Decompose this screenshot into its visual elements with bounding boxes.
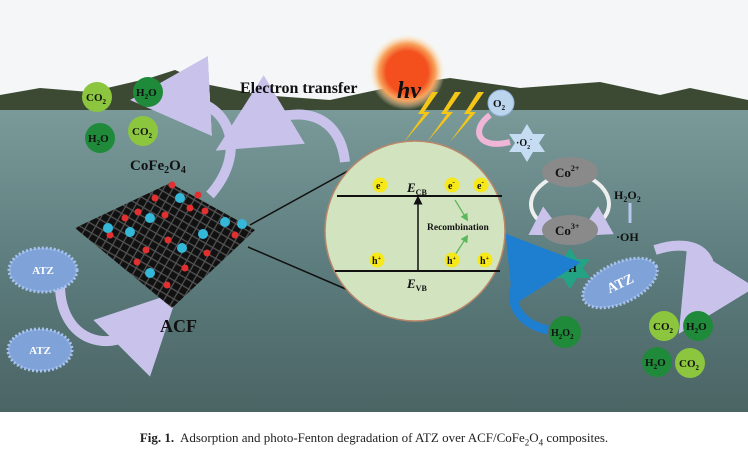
hydroxyl-label: ·OH bbox=[616, 230, 639, 244]
co2plus-ion bbox=[542, 157, 598, 187]
svg-text:H2O2: H2O2 bbox=[551, 328, 574, 341]
caption-label: Fig. 1. bbox=[139, 430, 175, 445]
h2o-label: H2O bbox=[88, 133, 109, 147]
reduction-arrow bbox=[476, 112, 511, 147]
hole-icon: h+ bbox=[444, 252, 460, 268]
svg-text:ATZ: ATZ bbox=[32, 265, 54, 277]
superoxide-radical: ·O2- bbox=[509, 124, 545, 162]
electron-icon: e- bbox=[473, 177, 489, 193]
evb-label: EVB bbox=[406, 276, 427, 293]
caption-text: composites. bbox=[543, 430, 609, 445]
sun-icon bbox=[369, 34, 445, 110]
o2-molecule: O2 bbox=[487, 89, 515, 117]
cofe2o4-label: CoFe2O4 bbox=[130, 158, 186, 176]
svg-text:h+: h+ bbox=[480, 256, 490, 267]
holes: h+ h+ h+ bbox=[369, 252, 493, 268]
svg-text:·OH: ·OH bbox=[556, 263, 577, 275]
adsorption-arrow bbox=[55, 284, 179, 377]
svg-text:e-: e- bbox=[448, 178, 455, 192]
caption-text: Adsorption and photo-Fenton degradation … bbox=[179, 430, 525, 445]
electron-transfer-label: Electron transfer bbox=[240, 80, 357, 97]
h2o2-activation-arrow bbox=[505, 233, 581, 335]
co2-label: CO2 bbox=[679, 358, 700, 372]
h2o-label: H2O bbox=[645, 357, 666, 371]
products-top-left: CO2 H2O H2O CO2 bbox=[82, 77, 163, 153]
degradation-arrow bbox=[130, 56, 236, 199]
caption-sub: 2 bbox=[524, 437, 530, 448]
band-structure-circle: ECB EVB Recombination bbox=[324, 140, 506, 322]
atz-pollutant: ATZ bbox=[6, 327, 74, 373]
acf-mesh bbox=[75, 183, 255, 308]
co2-label: CO2 bbox=[653, 321, 674, 335]
cobalt-redox-cycle: Co2+ Co3+ H2O2 ·OH bbox=[528, 157, 641, 245]
hole-icon: h+ bbox=[369, 252, 385, 268]
diagram: hv Electron transfer CO2 H2O H2O CO2 CoF… bbox=[0, 0, 748, 412]
electron-icon: e- bbox=[444, 177, 460, 193]
cofe2o4-particles bbox=[103, 181, 247, 289]
hv-label: hv bbox=[397, 78, 421, 104]
caption-text: O bbox=[529, 430, 539, 445]
figure-caption: Fig. 1. Adsorption and photo-Fenton degr… bbox=[0, 430, 748, 448]
svg-text:h+: h+ bbox=[372, 256, 382, 267]
caption-sub: 4 bbox=[538, 437, 544, 448]
atz-pollutant: ATZ bbox=[581, 256, 659, 310]
svg-text:O2: O2 bbox=[493, 98, 506, 112]
hole-icon: h+ bbox=[477, 252, 493, 268]
electron-icon: e- bbox=[372, 177, 388, 193]
h2o-label: H2O bbox=[686, 321, 707, 335]
h2o-label: H2O bbox=[136, 87, 157, 101]
electrons: e- e- e- bbox=[372, 177, 489, 193]
h2o2-molecule: H2O2 bbox=[549, 316, 581, 348]
products-bottom-right: CO2 H2O H2O CO2 bbox=[642, 311, 713, 378]
co2-label: CO2 bbox=[132, 126, 153, 140]
ecb-label: ECB bbox=[406, 180, 427, 197]
svg-text:·O2-: ·O2- bbox=[516, 137, 532, 151]
mineralization-arrow bbox=[653, 240, 748, 334]
recombination-label: Recombination bbox=[427, 223, 489, 233]
h2o2-label: H2O2 bbox=[614, 188, 641, 204]
svg-text:ATZ: ATZ bbox=[29, 345, 51, 357]
co2plus-label: Co2+ bbox=[555, 164, 580, 180]
svg-text:e-: e- bbox=[376, 178, 383, 192]
co2-label: CO2 bbox=[86, 92, 107, 106]
zoom-line bbox=[247, 246, 356, 294]
atz-pollutant: ATZ bbox=[7, 246, 79, 294]
zoom-line bbox=[249, 166, 356, 226]
svg-text:e-: e- bbox=[477, 178, 484, 192]
electron-transfer-arrow bbox=[215, 75, 350, 163]
acf-label: ACF bbox=[160, 316, 197, 336]
svg-text:h+: h+ bbox=[447, 256, 457, 267]
